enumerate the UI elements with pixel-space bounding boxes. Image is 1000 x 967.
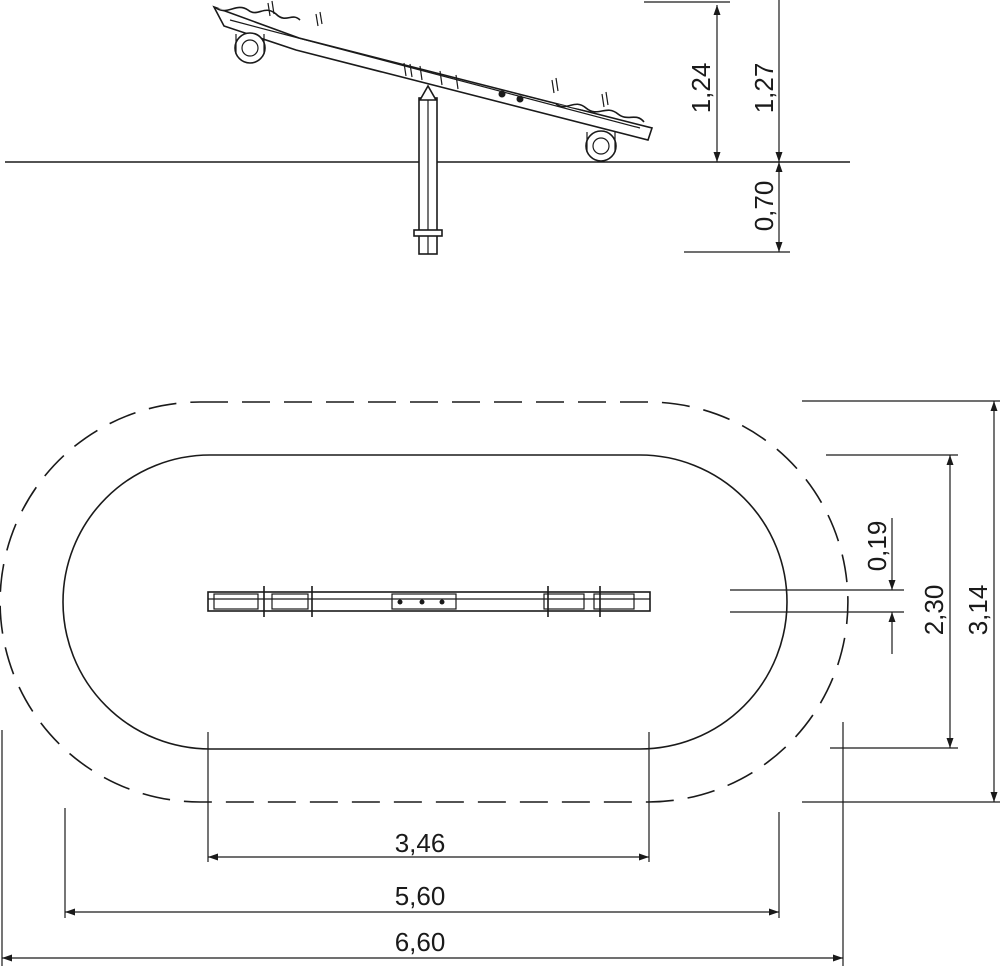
support-post	[413, 84, 443, 255]
dim-inner-length: 5,60	[395, 881, 446, 911]
dim-outer-length: 6,60	[395, 927, 446, 957]
dim-beam-width: 0,19	[862, 521, 892, 572]
side-view: 1,24 1,27 0,70	[5, 0, 850, 255]
dim-height-outer: 1,27	[749, 63, 779, 114]
seesaw-beam	[212, 0, 654, 162]
top-view: 3,46 5,60 6,60 0,19 2,30 3,14	[0, 400, 1000, 966]
safety-zone-outline	[0, 401, 849, 803]
dim-height-inner: 1,24	[686, 63, 716, 114]
top-vertical-dimensions: 0,19 2,30 3,14	[730, 400, 1000, 803]
side-dimensions: 1,24 1,27 0,70	[644, 0, 790, 253]
top-horizontal-dimensions: 3,46 5,60 6,60	[1, 722, 844, 966]
bolt	[516, 95, 524, 103]
seat-right	[555, 103, 645, 123]
bumper-wheel-left	[234, 32, 266, 64]
seesaw-beam-top	[207, 586, 651, 617]
dim-depth: 0,70	[749, 181, 779, 232]
dim-inner-width: 2,30	[919, 585, 949, 636]
dim-beam-length: 3,46	[395, 828, 446, 858]
bumper-wheel-right	[585, 130, 617, 162]
seat-left	[215, 6, 301, 21]
free-space-outline	[62, 454, 788, 750]
dim-outer-width: 3,14	[963, 585, 993, 636]
bolt	[498, 90, 506, 98]
